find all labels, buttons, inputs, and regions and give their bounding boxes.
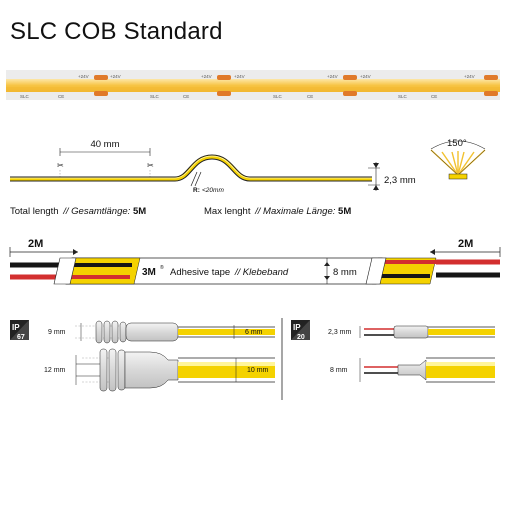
solder-pad-group-2: +24V +24V xyxy=(201,74,245,96)
pad-label: +24V xyxy=(234,74,245,79)
led-strip: +24V +24V +24V +24V +24V +24V +24V SLC C… xyxy=(6,70,500,100)
ip67-top-left-label: 9 mm xyxy=(48,329,66,336)
scissors-icon: ✂ xyxy=(57,161,64,170)
ip67-bottom-left-label: 12 mm xyxy=(44,367,66,374)
bend-radius-prefix: R: xyxy=(193,187,200,194)
left-cable-length: 2M xyxy=(28,238,43,250)
ip67-bottom-right-label: 10 mm xyxy=(247,367,269,374)
pad-label: +24V xyxy=(78,74,89,79)
ce-mark: CE xyxy=(431,94,437,99)
light-beam-icon xyxy=(430,149,486,180)
strip-logo: SLC xyxy=(273,94,283,99)
ip20-connector-large: 8 mm xyxy=(330,357,495,383)
strip-logo: SLC xyxy=(20,94,30,99)
tape-width-label: 8 mm xyxy=(333,267,357,278)
pad-label: +24V xyxy=(201,74,212,79)
pad-label: +24V xyxy=(110,74,121,79)
ce-mark: CE xyxy=(183,94,189,99)
solder-pad-group-3: +24V +24V xyxy=(327,74,371,96)
svg-text:IP: IP xyxy=(293,323,301,332)
strip-logo: SLC xyxy=(150,94,160,99)
scissors-icon: ✂ xyxy=(147,161,154,170)
pad-label: +24V xyxy=(464,74,475,79)
svg-text:20: 20 xyxy=(297,334,305,341)
pad-label: +24V xyxy=(327,74,338,79)
total-length-text: Total length // Gesamtlänge: 5M xyxy=(10,206,146,217)
segment-length-label: 40 mm xyxy=(90,139,119,150)
ip67-top-right-label: 6 mm xyxy=(245,329,263,336)
registered-mark: ® xyxy=(160,264,164,271)
3m-logo: 3M xyxy=(142,267,156,278)
ce-mark: CE xyxy=(307,94,313,99)
pad-label: +24V xyxy=(360,74,371,79)
ip20-connector-small: 2,3 mm xyxy=(328,325,495,339)
ce-mark: CE xyxy=(58,94,64,99)
strip-logo: SLC xyxy=(398,94,408,99)
strip-height-label: 2,3 mm xyxy=(384,175,416,186)
bend-radius-value: <20mm xyxy=(202,187,224,194)
ip67-badge: IP 67 xyxy=(10,320,29,341)
strip-profile: 40 mm ✂ ✂ R: <20mm 2,3 mm 150° xyxy=(10,138,486,217)
ip67-connector-large: 12 mm 10 mm xyxy=(44,348,275,392)
ip20-badge: IP 20 xyxy=(291,320,310,341)
solder-pad-group-4: +24V xyxy=(464,74,498,96)
ip20-bottom-label: 8 mm xyxy=(330,367,348,374)
svg-text:IP: IP xyxy=(12,323,20,332)
svg-text:67: 67 xyxy=(17,334,25,341)
right-cable-length: 2M xyxy=(458,238,473,250)
ip67-connector-small: 9 mm 6 mm xyxy=(48,320,275,344)
max-length-text: Max lenght // Maximale Länge: 5M xyxy=(204,206,351,217)
ip20-top-label: 2,3 mm xyxy=(328,329,352,336)
solder-pad-group-1: +24V +24V xyxy=(78,74,121,96)
cable-assembly: 2M 2M 3M ® Adhesive tape // Klebeband xyxy=(9,238,501,285)
tape-label: Adhesive tape // Klebeband xyxy=(170,267,289,278)
page-title: SLC COB Standard xyxy=(10,18,223,45)
beam-angle-label: 150° xyxy=(447,138,467,149)
